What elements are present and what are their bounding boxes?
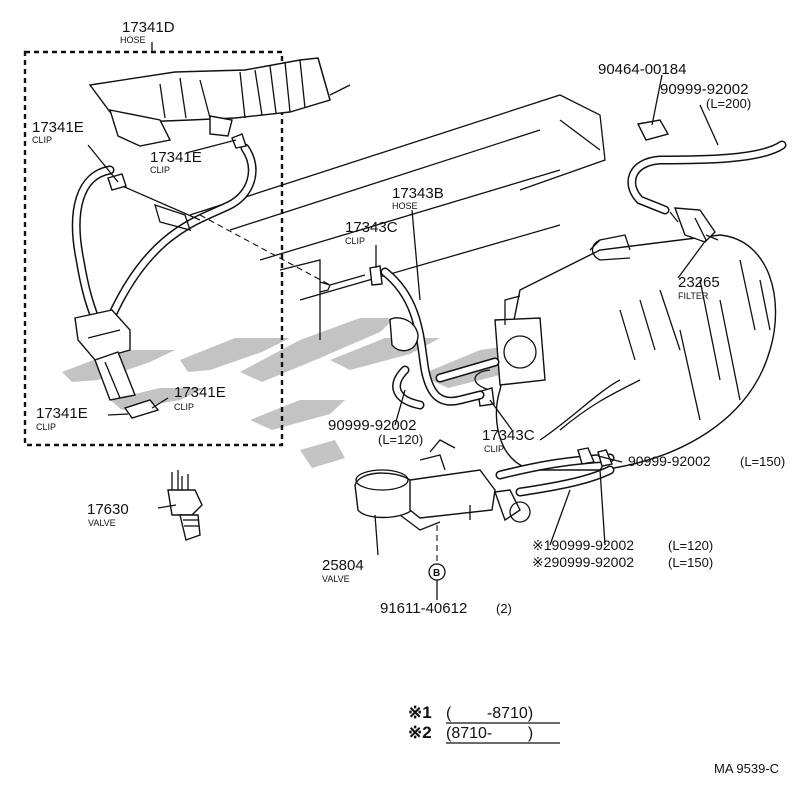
legend-mark-1: ※1 bbox=[408, 703, 432, 722]
hose-note2-length: (L=150) bbox=[668, 555, 713, 570]
hose-90999-150-length: (L=150) bbox=[740, 454, 785, 469]
engine-block bbox=[189, 84, 777, 471]
valve-17630-number: 17630 bbox=[87, 501, 129, 518]
hose-17341d-number: 17341D bbox=[122, 19, 175, 36]
legend-range-2: (8710- ) bbox=[446, 725, 533, 742]
hose-17343b-name: HOSE bbox=[392, 201, 418, 211]
hose-note1-length: (L=120) bbox=[668, 538, 713, 553]
ref-b-letter: B bbox=[433, 568, 440, 579]
valve-17630-name: VALVE bbox=[88, 518, 116, 528]
inset-box bbox=[23, 50, 284, 447]
lower-right-hoses bbox=[495, 447, 615, 497]
bolt-91611-qty: (2) bbox=[496, 601, 512, 616]
part-90464-number: 90464-00184 bbox=[598, 61, 686, 78]
clip-17341e-d-number: 17341E bbox=[36, 405, 88, 422]
hose-90999-150-number: 90999-92002 bbox=[628, 453, 711, 469]
clip-17341e-a-number: 17341E bbox=[32, 119, 84, 136]
ref-b-circle bbox=[428, 563, 446, 581]
figure-id: MA 9539-C bbox=[714, 761, 779, 776]
hose-17341d-name: HOSE bbox=[120, 35, 146, 45]
clip-17341e-b-number: 17341E bbox=[150, 149, 202, 166]
legend-mark-2: ※2 bbox=[408, 723, 432, 742]
hose-note1-number: ※190999-92002 bbox=[532, 537, 634, 553]
legend: ※1 ( -8710) ※2 (8710- ) bbox=[408, 703, 560, 744]
labels: 17341D HOSE 17341E CLIP 17341E CLIP 1734… bbox=[32, 19, 785, 617]
clip-17341e-a-name: CLIP bbox=[32, 135, 52, 145]
valve-25804-name: VALVE bbox=[322, 574, 350, 584]
clip-17341e-d-name: CLIP bbox=[36, 422, 56, 432]
clip-17343c-a-name: CLIP bbox=[345, 236, 365, 246]
clip-17341e-b-name: CLIP bbox=[150, 165, 170, 175]
hose-90999-120-length: (L=120) bbox=[378, 432, 423, 447]
valve-25804-number: 25804 bbox=[322, 557, 364, 574]
filter-23265-shape bbox=[627, 140, 787, 243]
filter-23265-name: FILTER bbox=[678, 291, 709, 301]
clip-shapes bbox=[107, 119, 670, 419]
clip-17343c-a-number: 17343C bbox=[345, 219, 398, 236]
valve-25804-shape bbox=[354, 439, 531, 531]
hose-90999-200-number: 90999-92002 bbox=[660, 81, 748, 98]
intake-hose bbox=[88, 57, 331, 147]
legend-range-1: ( -8710) bbox=[446, 705, 533, 722]
hose-17343b-number: 17343B bbox=[392, 185, 444, 202]
hose-note2-number: ※290999-92002 bbox=[532, 554, 634, 570]
filter-23265-number: 23265 bbox=[678, 274, 720, 291]
inset-hoses bbox=[71, 143, 257, 401]
bolt-91611-number: 91611-40612 bbox=[380, 600, 467, 617]
clip-17341e-c-name: CLIP bbox=[174, 402, 194, 412]
center-hoses bbox=[199, 214, 500, 410]
clip-17343c-b-name: CLIP bbox=[484, 444, 504, 454]
hose-90999-120-number: 90999-92002 bbox=[328, 417, 416, 434]
hose-90999-200-length: (L=200) bbox=[706, 96, 751, 111]
valve-17630-shape bbox=[167, 470, 203, 541]
clip-17343c-b-number: 17343C bbox=[482, 427, 535, 444]
clip-17341e-c-number: 17341E bbox=[174, 384, 226, 401]
leader-lines bbox=[87, 42, 719, 600]
